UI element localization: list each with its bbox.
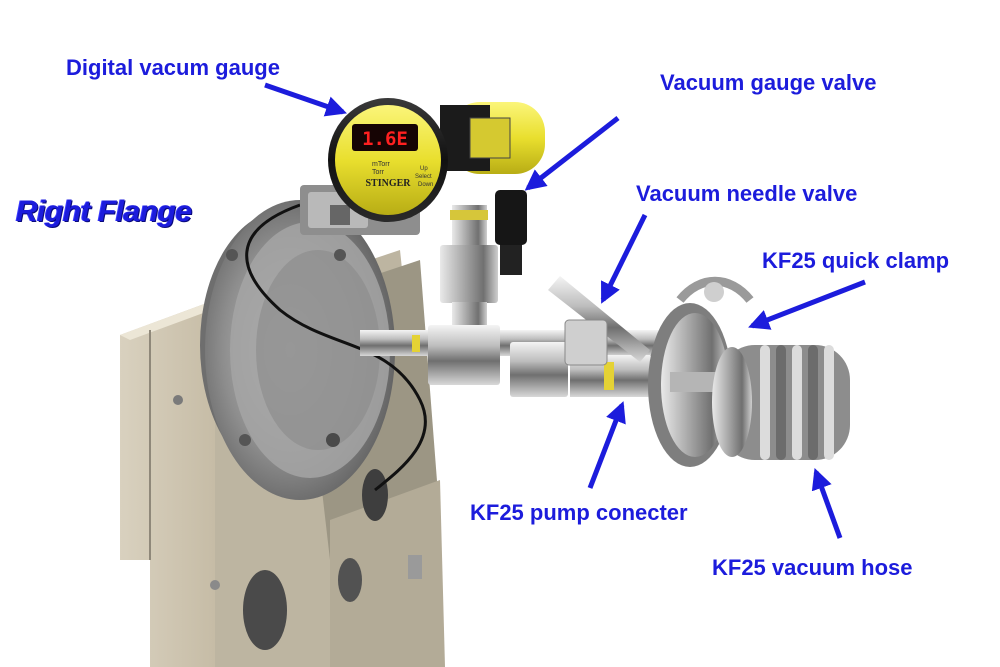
kf25-clamp	[648, 276, 754, 467]
label-vacuum-hose: KF25 vacuum hose	[712, 555, 913, 580]
needle-valve	[548, 276, 650, 366]
label-digital-gauge: Digital vacum gauge	[66, 55, 280, 80]
gauge-brand: STINGER	[365, 178, 411, 189]
gauge-button-down-label: Down	[418, 182, 433, 188]
arrow-needle-valve	[600, 213, 648, 304]
gauge-button-up-label: Up	[420, 166, 428, 172]
label-quick-clamp: KF25 quick clamp	[762, 248, 950, 273]
arrow-quick-clamp	[748, 279, 866, 330]
callout-arrows	[264, 82, 866, 539]
label-pump-connector: KF25 pump conecter	[470, 500, 688, 525]
title-right-flange: Right Flange	[16, 195, 192, 228]
digital-vacuum-gauge: 1.6E mTorr Torr STINGER Up Select Down	[328, 98, 545, 222]
gauge-display-panel	[352, 124, 418, 151]
gauge-units-top: mTorr	[372, 161, 391, 168]
arrow-vacuum-hose	[811, 468, 843, 539]
arrow-gauge-valve	[524, 116, 620, 191]
gauge-display-readout: 1.6E	[362, 128, 408, 150]
arrow-digital-gauge	[264, 82, 347, 117]
label-gauge-valve: Vacuum gauge valve	[660, 70, 877, 95]
gauge-button-select-label: Select	[415, 174, 432, 180]
arrow-pump-connector	[587, 401, 626, 489]
kf25-bellows-hose	[712, 345, 850, 460]
gauge-units-bottom: Torr	[372, 169, 385, 176]
gauge-cable	[245, 203, 427, 492]
gauge-valve-stem	[440, 190, 527, 340]
label-needle-valve: Vacuum needle valve	[636, 181, 858, 206]
main-vacuum-tube	[360, 325, 660, 397]
